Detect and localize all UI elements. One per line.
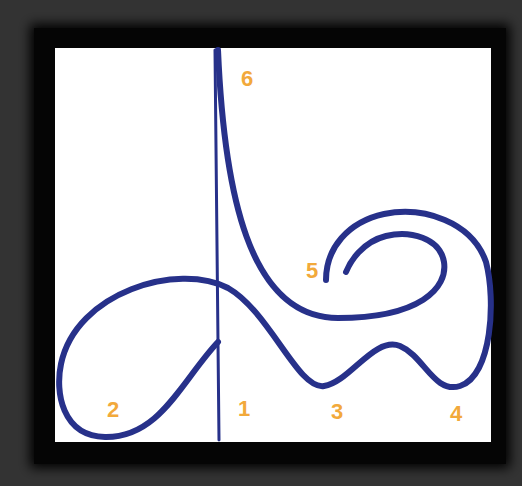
callout-number: 3	[331, 401, 343, 423]
thin-spike	[215, 50, 219, 440]
spike-curve	[218, 50, 444, 318]
callout-number: 2	[107, 399, 119, 421]
wave-curve	[59, 212, 491, 437]
callout-number: 1	[238, 398, 250, 420]
callout-number: 6	[241, 68, 253, 90]
callout-number: 4	[450, 403, 462, 425]
white-panel	[55, 48, 491, 442]
callout-number: 5	[306, 260, 318, 282]
frame-shadow	[30, 24, 510, 468]
black-frame	[34, 28, 506, 464]
